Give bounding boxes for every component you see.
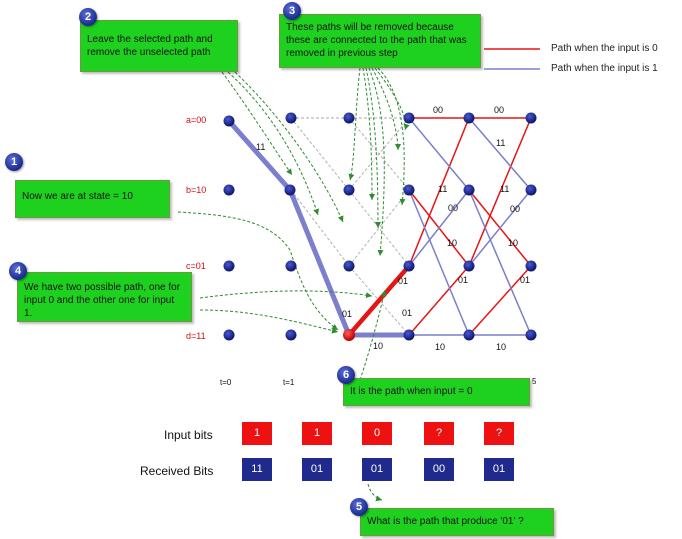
received-bit-box: 01 <box>484 458 514 481</box>
future-blue-edges <box>408 117 532 336</box>
state-label-a: a=00 <box>186 115 207 125</box>
callout-4-text: We have two possible path, one for input… <box>24 282 181 319</box>
node-t0-d <box>223 329 235 341</box>
edge-label: 10 <box>508 238 519 248</box>
received-bits-label: Received Bits <box>140 464 214 478</box>
input-bit-box: ? <box>484 422 514 445</box>
node-t1-b <box>284 184 296 196</box>
edge-label: 11 <box>500 184 510 194</box>
callout-1-text: Now we are at state = 10 <box>22 191 133 202</box>
state-label-c: c=01 <box>186 261 206 271</box>
received-bit-box: 01 <box>362 458 392 481</box>
callout-2-badge: 2 <box>79 8 97 26</box>
time-label-t1: t=1 <box>283 378 295 387</box>
callout-2: Leave the selected path and remove the u… <box>80 20 238 72</box>
edge-label: 00 <box>433 105 444 115</box>
legend-label-input1: Path when the input is 1 <box>551 63 658 74</box>
edge-label: 01 <box>520 275 531 285</box>
callout-4: We have two possible path, one for input… <box>17 272 192 322</box>
node-t1-d <box>285 329 297 341</box>
received-bit-box: 11 <box>242 458 272 481</box>
node-t4-a <box>463 112 475 124</box>
callout-3-badge: 3 <box>283 2 301 20</box>
node-t0-b <box>223 184 235 196</box>
selected-input0-path <box>346 263 412 338</box>
annotation-arrows <box>177 67 410 502</box>
callout-3: These paths will be removed because thes… <box>279 14 481 68</box>
callout-2-text: Leave the selected path and remove the u… <box>87 34 213 58</box>
input-bit-box: ? <box>424 422 454 445</box>
edge-label: 10 <box>496 342 507 352</box>
callout-3-text: These paths will be removed because thes… <box>286 22 467 59</box>
state-label-b: b=10 <box>186 185 207 195</box>
node-t2-a <box>343 112 355 124</box>
callout-4-badge: 4 <box>9 262 27 280</box>
node-t3-b <box>403 184 415 196</box>
node-t1-c <box>285 260 297 272</box>
edge-label: 11 <box>256 142 266 152</box>
time-label-t0: t=0 <box>220 378 232 387</box>
edge-label: 00 <box>494 105 505 115</box>
node-t4-d <box>463 329 475 341</box>
input-bit-box: 0 <box>362 422 392 445</box>
edge-label: 11 <box>496 138 506 148</box>
edge-label: 01 <box>342 309 353 319</box>
callout-1-badge: 1 <box>5 153 23 171</box>
time-label-t5: 5 <box>532 377 537 386</box>
edge-label: 11 <box>438 184 448 194</box>
node-t1-a <box>285 112 297 124</box>
callout-6: It is the path when input = 0 <box>343 378 530 406</box>
received-bit-box: 01 <box>302 458 332 481</box>
edge-label: 01 <box>458 275 469 285</box>
node-t3-a <box>403 112 415 124</box>
received-bit-box: 00 <box>424 458 454 481</box>
callout-5-badge: 5 <box>350 498 368 516</box>
node-t3-d <box>403 329 415 341</box>
edge-label: 10 <box>447 238 458 248</box>
removed-paths <box>290 117 410 336</box>
legend-label-input0: Path when the input is 0 <box>551 43 658 54</box>
callout-5: What is the path that produce '01' ? <box>360 508 554 536</box>
edge-label: 01 <box>398 276 409 286</box>
callout-5-text: What is the path that produce '01' ? <box>367 516 524 527</box>
node-t0-a <box>223 115 235 127</box>
callout-1: Now we are at state = 10 <box>15 180 170 218</box>
survivor-path <box>226 118 412 338</box>
edge-label: 10 <box>435 342 446 352</box>
edge-label: 01 <box>402 308 413 318</box>
input-bits-label: Input bits <box>164 428 213 442</box>
input-bit-box: 1 <box>242 422 272 445</box>
edge-label: 00 <box>448 203 459 213</box>
future-red-edges <box>408 117 532 336</box>
edge-label: 10 <box>373 341 384 351</box>
callout-6-badge: 6 <box>337 366 355 384</box>
node-t0-c <box>223 260 235 272</box>
node-t2-c <box>343 260 355 272</box>
node-t4-c <box>463 260 475 272</box>
node-t5-a <box>525 112 537 124</box>
node-t3-c <box>403 260 415 272</box>
input-bit-box: 1 <box>302 422 332 445</box>
trellis-nodes <box>223 112 537 341</box>
edge-label: 00 <box>510 204 521 214</box>
node-t2-d <box>343 329 355 341</box>
callout-6-text: It is the path when input = 0 <box>350 386 473 397</box>
node-t5-c <box>525 260 537 272</box>
node-t2-b <box>343 184 355 196</box>
state-label-d: d=11 <box>186 331 206 341</box>
node-t5-d <box>525 329 537 341</box>
node-t4-b <box>463 184 475 196</box>
node-t5-b <box>525 184 537 196</box>
